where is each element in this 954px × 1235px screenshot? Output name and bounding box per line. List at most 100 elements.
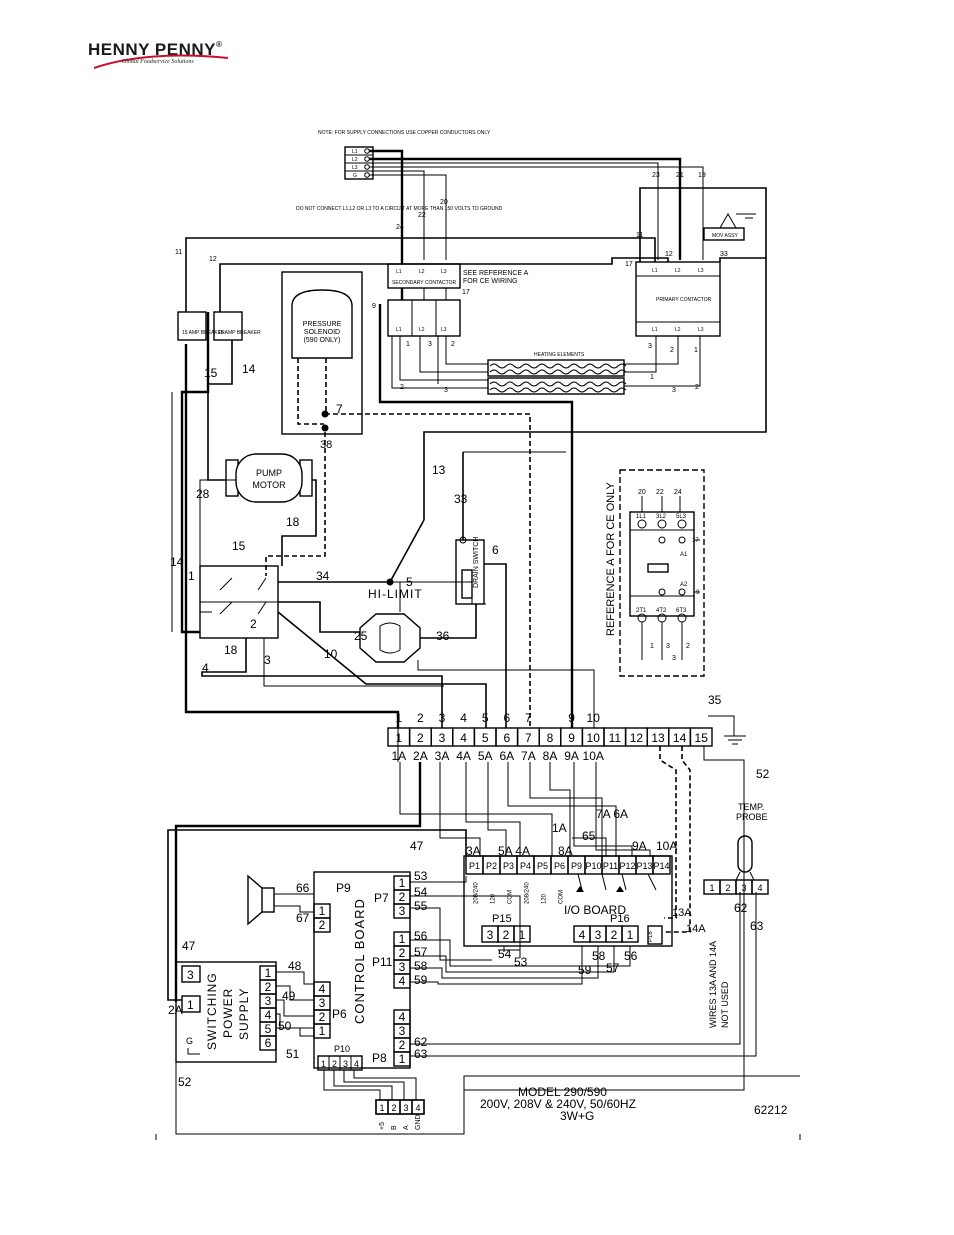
pump-switch (199, 565, 279, 639)
wire-label: 2 (670, 347, 674, 354)
wire-label: 3 (428, 341, 432, 348)
wire-label: 22 (656, 489, 664, 496)
drain-switch: DRAIN SWITCH (455, 536, 485, 605)
see-reference-a: SEE REFERENCE A (463, 270, 529, 277)
connector-pin (393, 1051, 411, 1067)
wire-label: 10A (656, 839, 677, 853)
term-l3: L3 (441, 269, 447, 275)
wire-label: 57 (414, 945, 428, 959)
terminal-number: 13 (651, 731, 665, 745)
p16-label: P16 (610, 913, 630, 925)
mov-label: MOV ASSY (712, 233, 739, 239)
wire-label: 5A 4A (498, 844, 530, 858)
ce-3l2: 3L2 (656, 514, 667, 520)
io-pin-rating: 120 (542, 893, 548, 904)
wire-label: 58 (414, 959, 428, 973)
p10-pin: 1 (321, 1059, 326, 1069)
wire-label: 1A (552, 821, 567, 835)
connector-pin-number: 3 (399, 1024, 406, 1038)
wire-label: 13 (432, 463, 446, 477)
ps-pin-number: 6 (265, 1036, 272, 1050)
ground-icon (724, 735, 746, 745)
wire-label: 55 (414, 899, 428, 913)
io-board-label: I/O BOARD (564, 903, 626, 917)
wire-label: 9A (632, 839, 647, 853)
wire-label: 18 (286, 515, 300, 529)
hi-limit: HI-LIMIT (359, 578, 422, 663)
connector-pin (313, 917, 331, 933)
ce-2t1: 2T1 (636, 608, 647, 614)
wire-label: 2 (686, 643, 690, 650)
io-pin-label: P10 (585, 861, 601, 871)
wire-label: 13A (672, 907, 692, 919)
control-board-label: CONTROL BOARD (352, 898, 367, 1024)
wire-label: 3 (672, 655, 676, 662)
wire-label: 28 (196, 487, 210, 501)
connector-pin-number: 3 (399, 960, 406, 974)
wires-note-2: NOT USED (720, 981, 730, 1028)
logo-swoosh-icon (93, 54, 229, 69)
wire-label: 33 (720, 251, 728, 258)
wire-label: 14 (170, 555, 184, 569)
wire-label: 25 (354, 629, 368, 643)
temp-probe-label-2: PROBE (736, 812, 768, 822)
p10-out-number: 3 (403, 1103, 408, 1113)
term-l1: L1 (652, 327, 658, 333)
term-l3: L3 (441, 327, 447, 333)
p16-pin: 1 (627, 928, 634, 942)
drain-switch-label: DRAIN SWITCH (473, 537, 480, 588)
wire-label: 23 (652, 172, 660, 179)
primary-contactor-label: PRIMARY CONTACTOR (656, 297, 712, 303)
wire-label: 63 (750, 919, 764, 933)
terminal-number: 2 (417, 731, 424, 745)
terminal-bottom-label: 7A (521, 749, 536, 763)
wire-label: 24 (674, 489, 682, 496)
connector-pin (393, 973, 411, 989)
ps-pin-number: 5 (265, 1022, 272, 1036)
io-pin-label: P9 (571, 861, 582, 871)
wire-label: 2 (695, 384, 699, 391)
wire-label: 35 (708, 693, 722, 707)
ps-g: G (186, 1036, 193, 1046)
title-block: MODEL 290/590 200V, 208V & 240V, 50/60HZ… (480, 1085, 788, 1123)
p15-pin: 1 (519, 928, 526, 942)
wire-label: 9 (696, 590, 700, 596)
wire-label: 3 (672, 387, 676, 394)
terminal-cell (689, 727, 713, 747)
secondary-contactor-label: SECONDARY CONTACTOR (392, 280, 456, 286)
p10-signal: GND (415, 1114, 422, 1130)
connector-pin-number: 2 (319, 1010, 326, 1024)
primary-contactor: L1 L2 L3 L1 L2 L3 PRIMARY CONTACTOR (635, 261, 721, 337)
p10-label: P10 (334, 1044, 350, 1054)
wire-label: 52 (178, 1075, 192, 1089)
wire-label: 63 (414, 1047, 428, 1061)
ce-4t2: 4T2 (656, 608, 667, 614)
breaker-label: 15 AMP BREAKER (182, 330, 225, 336)
io-pin-label: P1 (469, 861, 480, 871)
wire-label: 19 (698, 172, 706, 179)
pump-motor: PUMP MOTOR (225, 453, 313, 503)
ce-a1: A1 (680, 552, 688, 558)
connector-pin-number: 1 (319, 1024, 326, 1038)
temp-probe-label-1: TEMP. (738, 802, 764, 812)
p7-label: P7 (374, 891, 389, 905)
model-text: MODEL 290/590 (518, 1085, 607, 1099)
phase-text: 3W+G (560, 1109, 594, 1123)
probe-pin-number: 2 (725, 883, 730, 893)
wire-label: 49 (282, 989, 296, 1003)
wire-label: 1 (694, 347, 698, 354)
supply-l3: L3 (352, 165, 358, 171)
probe-pin-number: 3 (741, 883, 746, 893)
supply-terminal-block: NOTE: FOR SUPPLY CONNECTIONS USE COPPER … (318, 130, 491, 180)
connector-pin-number: 2 (399, 1038, 406, 1052)
ce-5l3: 5L3 (676, 514, 687, 520)
term-l2: L2 (675, 327, 681, 333)
p9-label: P9 (336, 881, 351, 895)
terminal-bottom-label: 9A (564, 749, 579, 763)
wire-label: 3 (264, 653, 271, 667)
term-l1: L1 (396, 269, 402, 275)
wire-label: 50 (278, 1019, 292, 1033)
p10-signal: +5 (379, 1122, 386, 1130)
